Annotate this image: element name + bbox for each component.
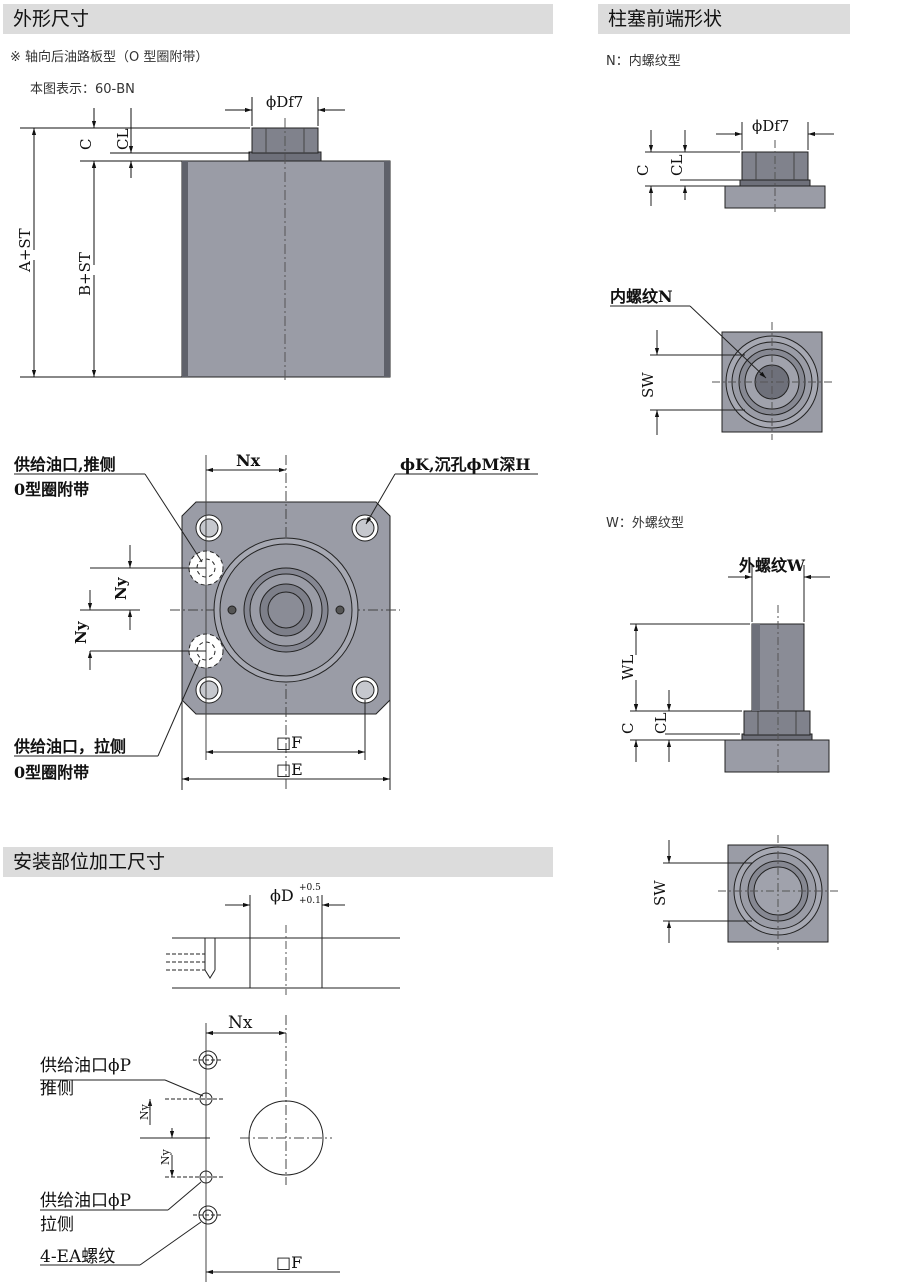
- label-a-st: A+ST: [16, 228, 34, 273]
- label-mount-f: □F: [276, 1253, 302, 1272]
- mounting-section-view: [166, 895, 400, 995]
- label-b-st: B+ST: [76, 252, 94, 296]
- note-n-type: N：内螺纹型: [606, 54, 681, 69]
- label-f: □F: [276, 733, 302, 752]
- label-w-sw: SW: [651, 880, 669, 906]
- n-type-top-view: [610, 305, 832, 440]
- label-mount-ny-lower: Ny: [159, 1148, 172, 1165]
- label-n-sw: SW: [639, 372, 657, 398]
- label-nx: Nx: [236, 451, 261, 470]
- label-n-c: C: [634, 165, 652, 176]
- label-pull-oring: 0型圈附带: [14, 763, 89, 782]
- label-mount-pull-1: 供给油口ϕP: [40, 1191, 131, 1211]
- note-type: ※ 轴向后油路板型（O 型圈附带）: [10, 50, 209, 65]
- cylinder-top-view: [14, 455, 538, 790]
- label-mount-thread: 4-EA螺纹: [40, 1247, 115, 1267]
- note-shown-model: 本图表示：60-BN: [30, 82, 135, 97]
- label-mount-pull-2: 拉侧: [40, 1215, 74, 1235]
- label-df7: ϕDf7: [266, 93, 303, 111]
- label-k-hole: ϕK,沉孔ϕM深H: [400, 455, 530, 474]
- mounting-plan-view: [40, 1015, 340, 1282]
- label-ny-upper: Ny: [112, 576, 130, 600]
- section-header-plunger-tip: 柱塞前端形状: [598, 4, 850, 34]
- label-w-c: C: [619, 723, 637, 734]
- label-n-cl: CL: [668, 155, 686, 176]
- label-e: □E: [276, 760, 303, 779]
- label-mount-push-2: 推侧: [40, 1079, 74, 1099]
- label-push-port: 供给油口,推侧: [13, 455, 116, 474]
- cylinder-side-view: [20, 97, 391, 380]
- n-type-side-view: [645, 122, 834, 212]
- section-header-mounting: 安装部位加工尺寸: [3, 847, 553, 877]
- w-type-top-view: [663, 835, 838, 950]
- label-w-wl: WL: [619, 655, 637, 680]
- label-mount-push-1: 供给油口ϕP: [40, 1056, 131, 1076]
- label-push-oring: 0型圈附带: [14, 480, 89, 499]
- label-w-cl: CL: [652, 713, 670, 734]
- label-outer-thread: 外螺纹W: [738, 556, 806, 575]
- label-d: ϕD: [270, 886, 294, 905]
- section-header-dimensions: 外形尺寸: [3, 4, 553, 34]
- label-ny-lower: Ny: [72, 620, 90, 644]
- label-d-tol-low: +0.1: [299, 896, 321, 906]
- w-type-side-view: [630, 565, 830, 776]
- label-cl: CL: [114, 129, 132, 150]
- label-mount-nx: Nx: [228, 1013, 253, 1033]
- label-c: C: [77, 139, 95, 150]
- label-n-df7: ϕDf7: [752, 117, 789, 135]
- note-w-type: W：外螺纹型: [606, 516, 684, 531]
- label-inner-thread: 内螺纹N: [610, 287, 673, 306]
- label-mount-ny-upper: Ny: [138, 1103, 151, 1120]
- label-pull-port: 供给油口，拉侧: [13, 737, 126, 756]
- label-d-tol-up: +0.5: [299, 883, 321, 893]
